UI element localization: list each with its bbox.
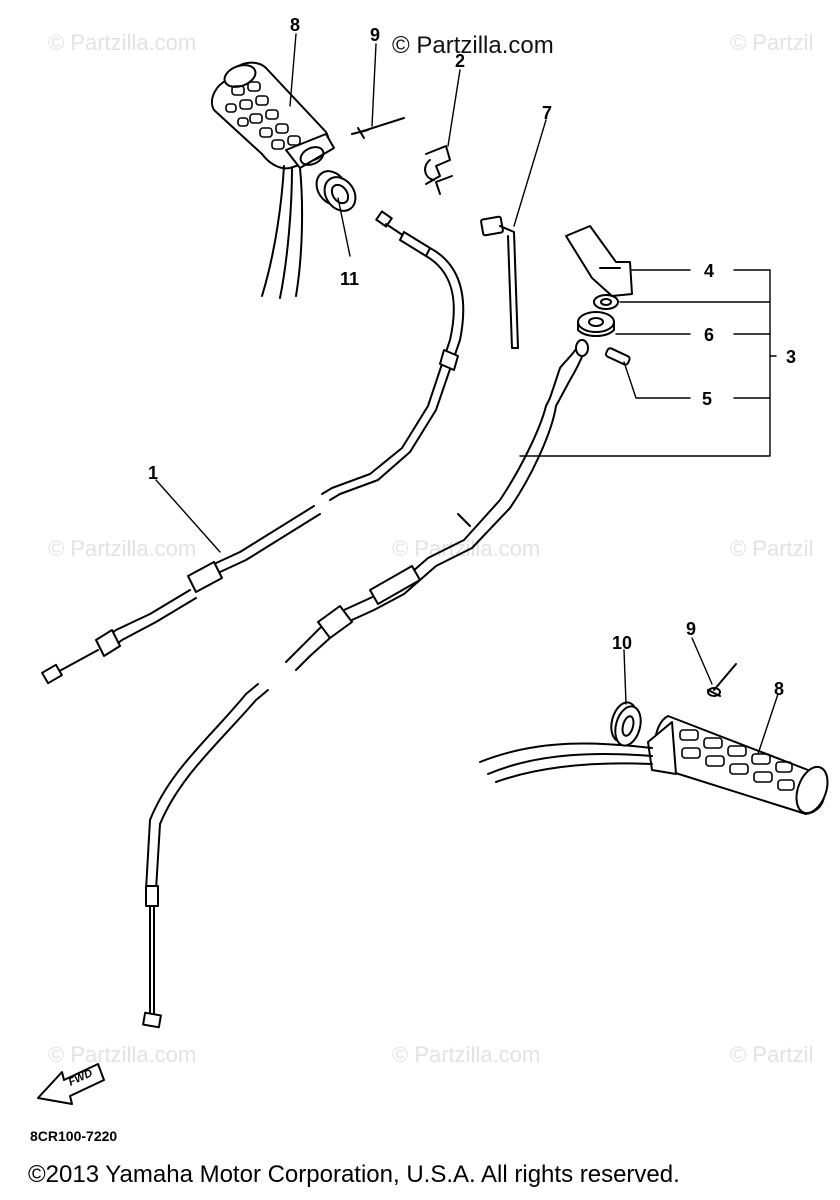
callout-7: 7 — [542, 103, 553, 123]
throttle-lever-part-4 — [565, 225, 633, 297]
watermark-top-right: © Partzil — [730, 30, 814, 55]
watermark-mid-center: © Partzilla.com — [392, 536, 541, 561]
screw-part-9-top — [351, 117, 405, 139]
watermark-top-left: © Partzilla.com — [48, 30, 197, 55]
tie-part-7 — [480, 215, 519, 349]
screw-part-9-bottom — [707, 663, 737, 697]
callout-4: 4 — [704, 261, 715, 281]
watermark-bottom-left: © Partzilla.com — [48, 1042, 197, 1067]
callout-3: 3 — [786, 347, 797, 367]
throttle-cable-part-3 — [142, 339, 589, 1029]
collar-part-11 — [315, 170, 357, 212]
copyright-notice: ©2013 Yamaha Motor Corporation, U.S.A. A… — [28, 1161, 680, 1188]
callout-10: 10 — [612, 633, 633, 653]
leader-lines — [155, 33, 779, 755]
left-grip — [210, 61, 335, 299]
callout-8-bottom: 8 — [774, 679, 785, 699]
nut-part-6 — [577, 311, 615, 337]
callout-5: 5 — [702, 389, 713, 409]
watermark-bottom-right: © Partzil — [730, 1042, 814, 1067]
partzilla-header-watermark: © Partzilla.com — [392, 32, 554, 59]
clip-part-2 — [424, 145, 453, 195]
callout-2: 2 — [455, 51, 466, 71]
callout-11: 11 — [340, 269, 360, 289]
callout-9-bottom: 9 — [686, 619, 697, 639]
pin-part-5 — [604, 347, 631, 366]
collar-part-10 — [610, 701, 642, 747]
diagram-code: 8CR100-7220 — [30, 1128, 118, 1144]
watermark-bottom-center: © Partzilla.com — [392, 1042, 541, 1067]
callout-8-top: 8 — [290, 15, 301, 35]
callout-9-top: 9 — [370, 25, 381, 45]
fwd-arrow-icon — [37, 1063, 105, 1105]
watermark-mid-right: © Partzil — [730, 536, 814, 561]
callout-6: 6 — [704, 325, 715, 345]
callout-1: 1 — [148, 463, 159, 483]
washer-part — [593, 294, 619, 310]
watermark-mid-left: © Partzilla.com — [48, 536, 197, 561]
cable-part-1 — [41, 210, 465, 685]
right-grip — [479, 715, 829, 815]
